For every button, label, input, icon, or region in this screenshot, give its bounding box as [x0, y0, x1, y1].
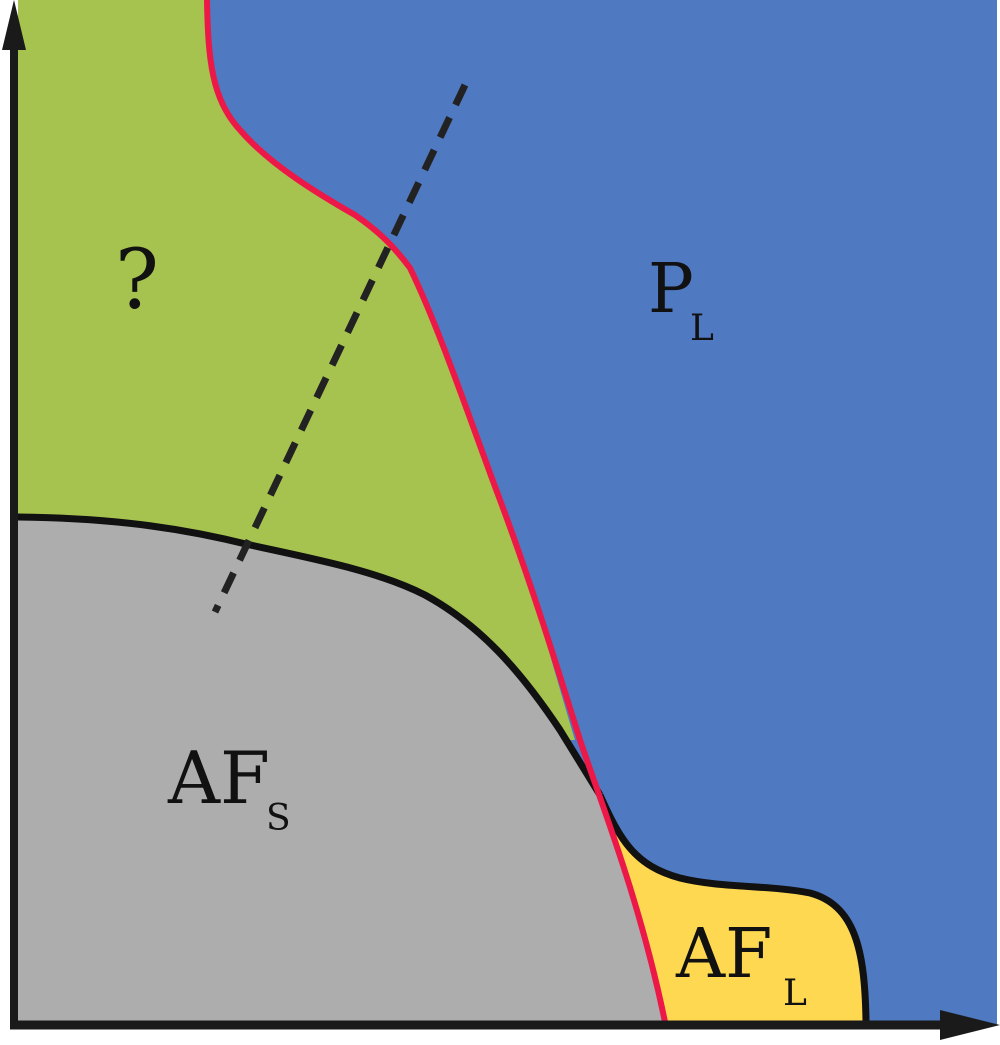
af-s-boundary	[17, 513, 603, 797]
af-l-subscript: L	[783, 973, 807, 1014]
af-l-label: AF	[675, 915, 772, 994]
dashed-trajectory-line	[211, 83, 469, 614]
first-order-boundary	[204, 0, 668, 1023]
af-l-region	[610, 820, 866, 1022]
y-axis-arrow-icon	[2, 0, 26, 50]
af-l-boundary	[596, 793, 870, 1023]
af-s-label: AF	[167, 736, 270, 820]
paramagnetic-subscript: L	[690, 308, 714, 349]
af-s-region	[18, 517, 665, 1022]
af-s-subscript: S	[266, 798, 291, 839]
paramagnetic-label: P	[648, 250, 694, 329]
x-axis-arrow-icon	[940, 1010, 1000, 1040]
unknown-phase-label: ?	[115, 233, 159, 328]
